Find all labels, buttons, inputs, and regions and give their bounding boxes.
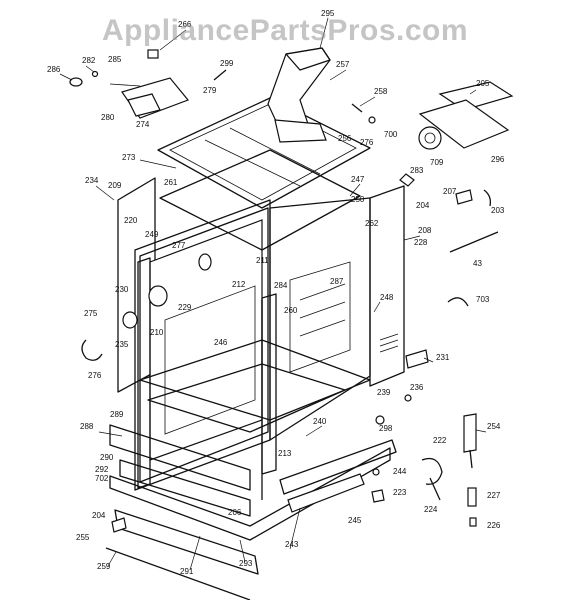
callout: 204 bbox=[92, 511, 106, 520]
callout: 254 bbox=[487, 422, 501, 431]
callout: 277 bbox=[172, 241, 186, 250]
callout: 260 bbox=[284, 306, 298, 315]
callout: 258 bbox=[374, 87, 388, 96]
bottom-left-parts bbox=[105, 517, 251, 601]
callout: 276 bbox=[88, 371, 102, 380]
callout: 240 bbox=[313, 417, 327, 426]
callout: 266 bbox=[178, 20, 192, 29]
callout: 298 bbox=[379, 424, 393, 433]
callout: 231 bbox=[436, 353, 450, 362]
callout: 262 bbox=[365, 219, 379, 228]
callout: 259 bbox=[97, 562, 111, 571]
callout: 282 bbox=[82, 56, 96, 65]
leader-lines bbox=[59, 17, 487, 571]
callout-labels: 295 266 286 282 285 299 257 205 280 274 … bbox=[47, 9, 505, 576]
callout: 203 bbox=[491, 206, 505, 215]
flue-duct bbox=[267, 47, 331, 143]
callout: 244 bbox=[393, 467, 407, 476]
callout: 299 bbox=[220, 59, 234, 68]
callout: 274 bbox=[136, 120, 150, 129]
callout: 285 bbox=[108, 55, 122, 64]
callout: 292 bbox=[95, 465, 109, 474]
callout: 207 bbox=[443, 187, 457, 196]
callout: 249 bbox=[145, 230, 159, 239]
callout: 206 bbox=[228, 508, 242, 517]
callout: 235 bbox=[115, 340, 129, 349]
oven-body bbox=[109, 149, 405, 575]
callout: 223 bbox=[393, 488, 407, 497]
callout: 256 bbox=[338, 134, 352, 143]
callout: 212 bbox=[232, 280, 246, 289]
callout: 273 bbox=[122, 153, 136, 162]
callout: 209 bbox=[108, 181, 122, 190]
callout: 257 bbox=[336, 60, 350, 69]
callout: 279 bbox=[203, 86, 217, 95]
callout: 230 bbox=[115, 285, 129, 294]
callout: 227 bbox=[487, 491, 501, 500]
callout: 204 bbox=[416, 201, 430, 210]
callout: 222 bbox=[433, 436, 447, 445]
callout: 275 bbox=[84, 309, 98, 318]
callout: 287 bbox=[330, 277, 344, 286]
callout: 228 bbox=[414, 238, 428, 247]
callout: 288 bbox=[80, 422, 94, 431]
callout: 283 bbox=[410, 166, 424, 175]
right-loose-parts bbox=[371, 173, 499, 527]
callout: 703 bbox=[476, 295, 490, 304]
callout: 280 bbox=[101, 113, 115, 122]
callout: 243 bbox=[285, 540, 299, 549]
callout: 234 bbox=[85, 176, 99, 185]
callout: 43 bbox=[473, 259, 482, 268]
callout: 210 bbox=[150, 328, 164, 337]
callout: 284 bbox=[274, 281, 288, 290]
callout: 291 bbox=[180, 567, 194, 576]
left-loose-parts bbox=[81, 253, 212, 361]
callout: 261 bbox=[164, 178, 178, 187]
callout: 246 bbox=[214, 338, 228, 347]
callout: 289 bbox=[110, 410, 124, 419]
callout: 293 bbox=[239, 559, 253, 568]
callout: 208 bbox=[418, 226, 432, 235]
callout: 700 bbox=[384, 130, 398, 139]
callout: 250 bbox=[351, 195, 365, 204]
valve-assembly bbox=[69, 49, 227, 119]
callout: 709 bbox=[430, 158, 444, 167]
callout: 211 bbox=[256, 256, 269, 265]
callout: 276 bbox=[360, 138, 374, 147]
callout: 229 bbox=[178, 303, 192, 312]
callout: 220 bbox=[124, 216, 138, 225]
callout: 248 bbox=[380, 293, 394, 302]
callout: 239 bbox=[377, 388, 391, 397]
rear-bracket-parts bbox=[351, 81, 514, 150]
callout: 290 bbox=[100, 453, 114, 462]
callout: 245 bbox=[348, 516, 362, 525]
callout: 226 bbox=[487, 521, 501, 530]
callout: 295 bbox=[321, 9, 335, 18]
callout: 213 bbox=[278, 449, 292, 458]
top-panel bbox=[157, 97, 371, 209]
callout: 236 bbox=[410, 383, 424, 392]
callout: 702 bbox=[95, 474, 109, 483]
callout: 286 bbox=[47, 65, 61, 74]
callout: 255 bbox=[76, 533, 90, 542]
callout: 205 bbox=[476, 79, 490, 88]
callout: 247 bbox=[351, 175, 365, 184]
callout: 296 bbox=[491, 155, 505, 164]
callout: 224 bbox=[424, 505, 438, 514]
